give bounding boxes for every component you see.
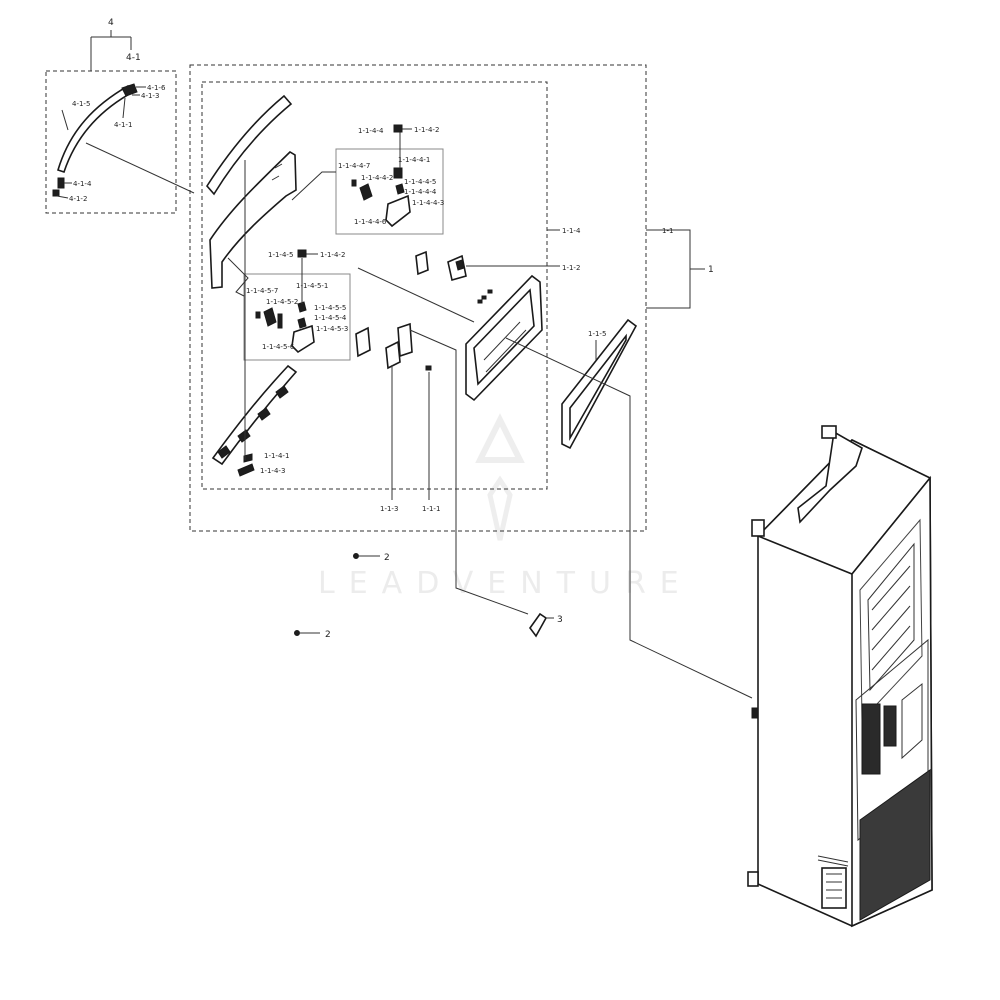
top-trim-strip — [206, 94, 293, 196]
label-1-1-4-5-7: 1-1-4-5-7 — [246, 287, 278, 295]
label-1-1-4: 1-1-4 — [562, 227, 581, 235]
leader-4-1-to-door — [85, 142, 195, 194]
label-1-1-4-4: 1-1-4-4 — [358, 127, 384, 135]
label-1: 1 — [708, 265, 714, 275]
door-frame-cover — [209, 150, 297, 289]
label-1-1-1: 1-1-1 — [422, 505, 440, 513]
label-1-1-4-5-3: 1-1-4-5-3 — [316, 325, 348, 333]
label-1-1-4-5-4: 1-1-4-5-4 — [314, 314, 347, 322]
leader-detail-4-to-frame — [291, 171, 336, 201]
bracket-1 — [646, 229, 705, 309]
watermark-text: LEADVENTURE — [318, 566, 693, 601]
label-4-1-1: 4-1-1 — [114, 121, 132, 129]
detail-1-1-4-5-parts — [255, 249, 318, 354]
label-1-1-2: 1-1-2 — [562, 264, 580, 272]
label-2-lower: 2 — [325, 630, 331, 640]
dispenser-cover — [357, 267, 543, 402]
label-2-upper: 2 — [384, 553, 390, 563]
watermark: LEADVENTURE — [318, 413, 693, 601]
label-1-1-5: 1-1-5 — [588, 330, 606, 338]
group-box-4-1 — [45, 70, 177, 214]
bracket-4 — [90, 30, 132, 71]
label-1-1-3: 1-1-3 — [380, 505, 398, 513]
label-1-1-4-4-7: 1-1-4-4-7 — [338, 162, 370, 170]
label-1-1-4-4-6: 1-1-4-4-6 — [354, 218, 387, 226]
lower-bracket-bar — [211, 364, 298, 466]
callout-labels: 4 4-1 4-1-6 4-1-3 4-1-5 4-1-1 4-1-4 4-1-… — [69, 18, 714, 640]
label-4-1-2: 4-1-2 — [69, 195, 87, 203]
part-1-1-4-3 — [237, 463, 255, 477]
label-1-1-4-4-5: 1-1-4-4-5 — [404, 178, 436, 186]
part-1-1-4-1 — [243, 453, 253, 463]
label-1-1-4-3: 1-1-4-3 — [260, 467, 285, 475]
label-1-1-4-2-top: 1-1-4-2 — [414, 126, 439, 134]
handle-assembly-4-1 — [52, 83, 146, 199]
label-1-1-4-1: 1-1-4-1 — [264, 452, 289, 460]
group-box-1-1-4 — [201, 81, 548, 490]
leader-detail-5-to-frame — [227, 257, 249, 297]
label-4-1-5: 4-1-5 — [72, 100, 90, 108]
label-1-1-4-2-mid: 1-1-4-2 — [320, 251, 345, 259]
label-1-1-4-5-5: 1-1-4-5-5 — [314, 304, 346, 312]
label-1-1-4-5-2: 1-1-4-5-2 — [266, 298, 298, 306]
label-4-1-3: 4-1-3 — [141, 92, 159, 100]
label-4-1: 4-1 — [126, 53, 141, 63]
cabinet-rear-components — [817, 518, 931, 921]
label-1-1-4-5-6: 1-1-4-5-6 — [262, 343, 295, 351]
label-1-1-4-5: 1-1-4-5 — [268, 251, 293, 259]
group-box-1-1 — [189, 64, 647, 532]
detail-box-1-1-4-4 — [335, 148, 444, 235]
loose-screws — [294, 553, 554, 638]
label-1-1-4-4-4: 1-1-4-4-4 — [404, 188, 437, 196]
label-4-1-6: 4-1-6 — [147, 84, 166, 92]
label-4-1-4: 4-1-4 — [73, 180, 92, 188]
refrigerator-cabinet — [747, 425, 933, 928]
hinge-clips — [355, 250, 560, 615]
detail-1-1-4-4-parts — [351, 124, 412, 228]
label-4: 4 — [108, 18, 114, 28]
label-1-1: 1-1 — [662, 227, 673, 235]
label-1-1-4-4-3: 1-1-4-4-3 — [412, 199, 444, 207]
gasket-1-1-5 — [505, 318, 753, 699]
label-1-1-4-4-1: 1-1-4-4-1 — [398, 156, 430, 164]
detail-box-1-1-4-5 — [243, 273, 351, 361]
label-1-1-4-4-2: 1-1-4-4-2 — [361, 174, 393, 182]
label-1-1-4-5-1: 1-1-4-5-1 — [296, 282, 328, 290]
label-3: 3 — [557, 615, 563, 625]
